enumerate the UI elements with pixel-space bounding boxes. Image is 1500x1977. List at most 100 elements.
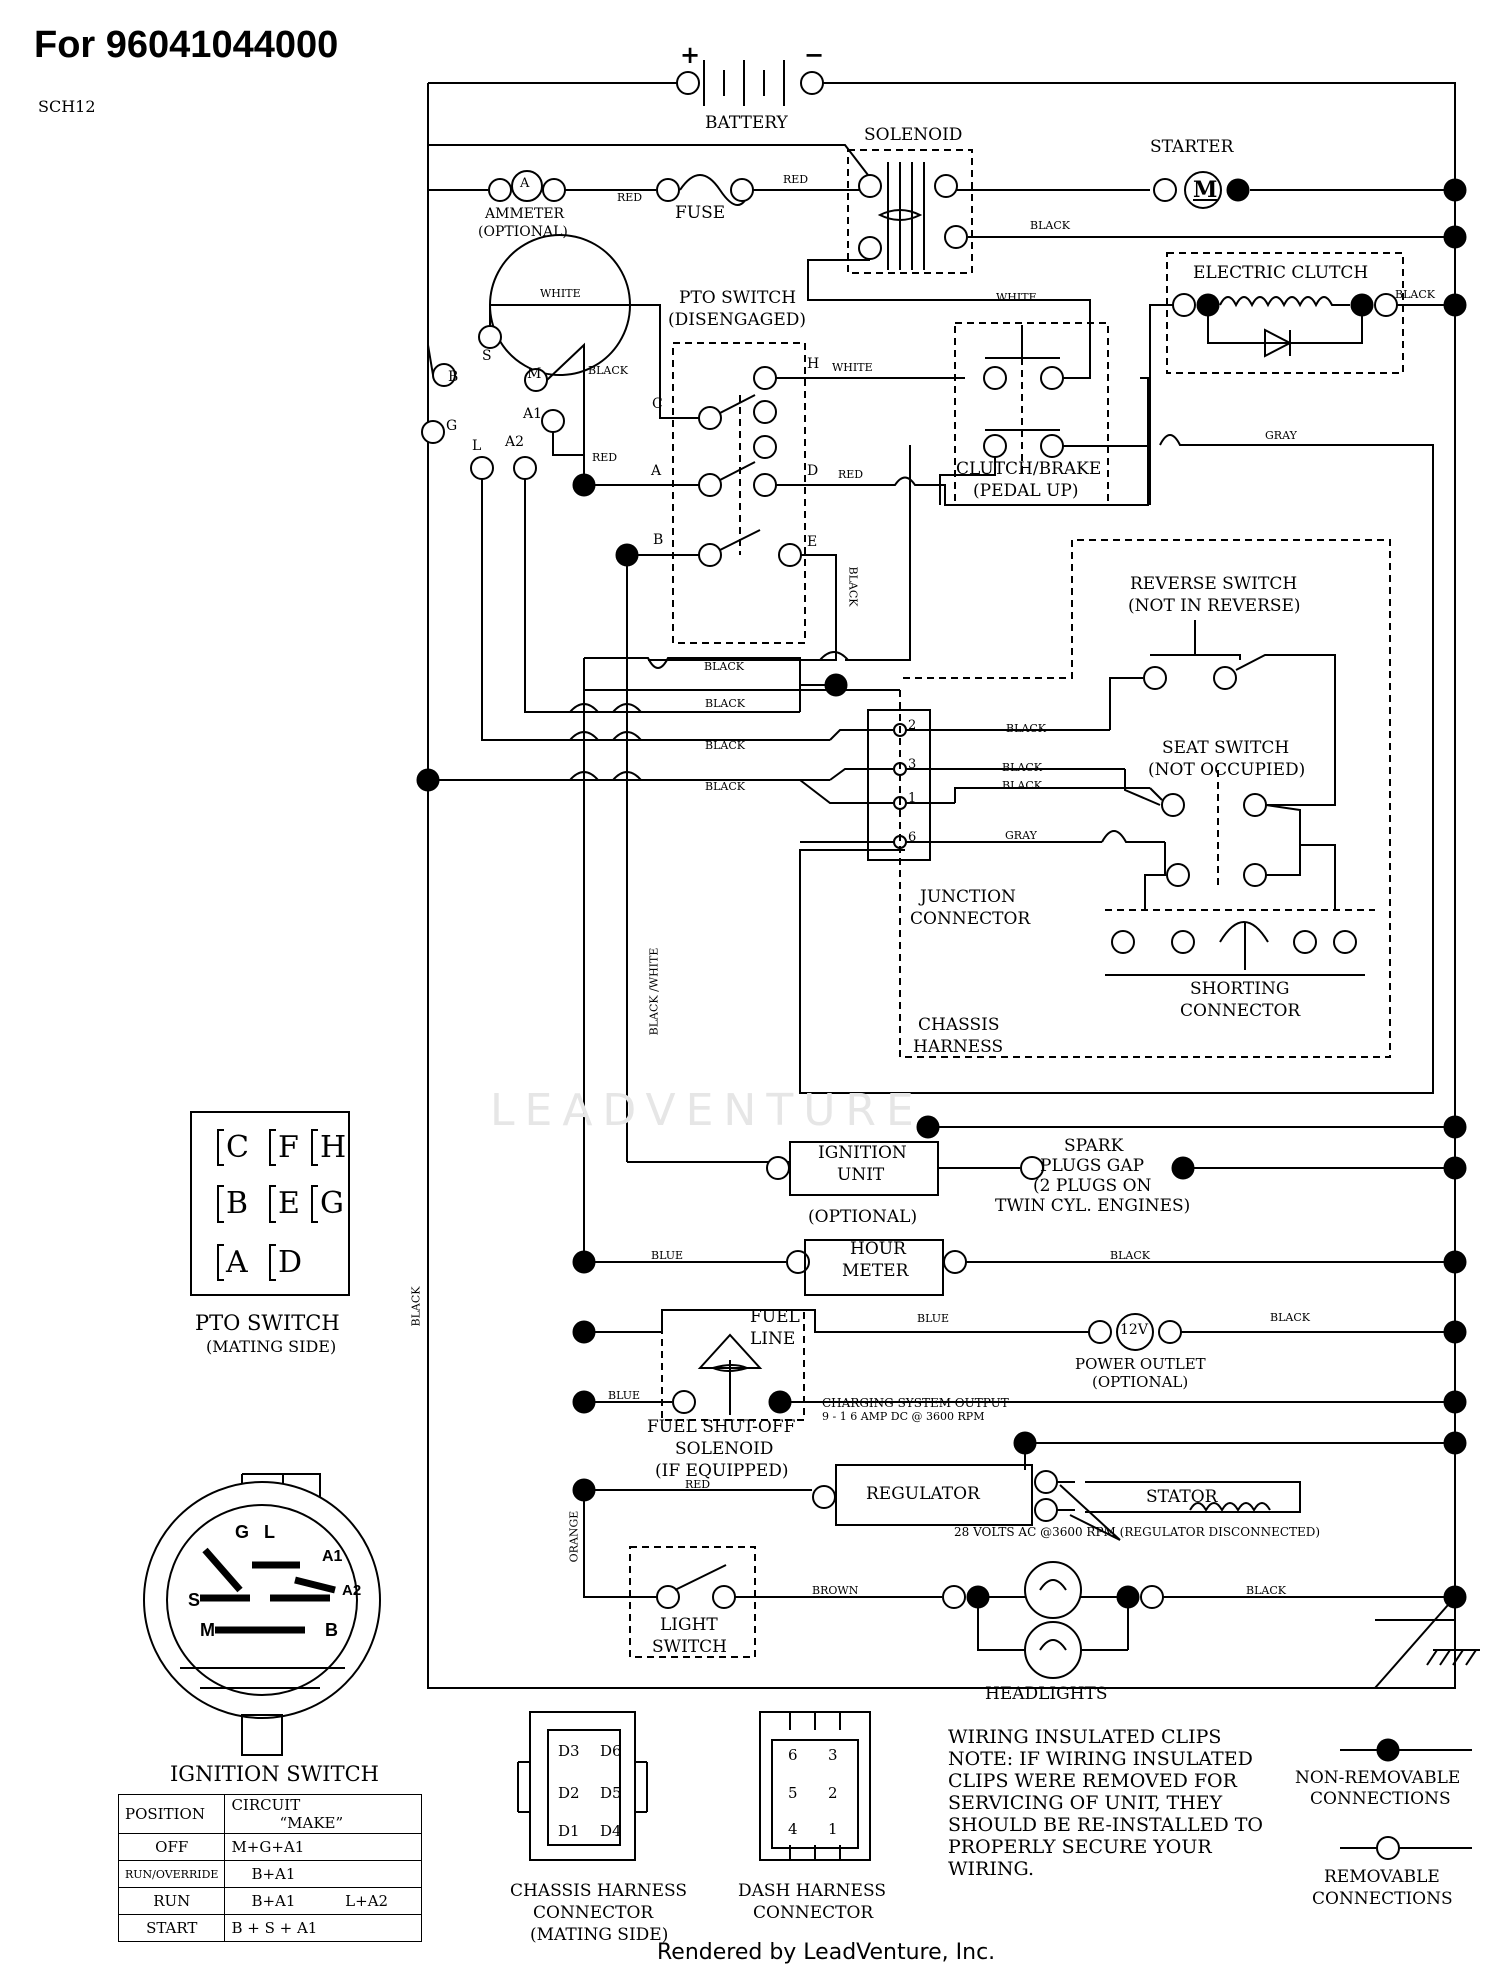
chassis-pin-d1: D1 bbox=[558, 1822, 580, 1840]
ignition-unit-label-2: UNIT bbox=[837, 1165, 885, 1185]
outlet-mark: 12V bbox=[1120, 1322, 1148, 1338]
wire-black-hour: BLACK bbox=[1110, 1249, 1150, 1262]
ammeter-label: AMMETER bbox=[485, 206, 565, 222]
ammeter bbox=[511, 170, 543, 202]
note-line-6: WIRING. bbox=[948, 1858, 1035, 1880]
wire-white-1: WHITE bbox=[540, 287, 581, 300]
power-outlet-label: POWER OUTLET bbox=[1075, 1355, 1206, 1373]
fuel-line-label-1: FUEL bbox=[750, 1307, 800, 1327]
fuel-shutoff-label-1: FUEL SHUT-OFF bbox=[647, 1417, 796, 1437]
terminal-b: B bbox=[448, 369, 459, 385]
ign-face-m: M bbox=[200, 1620, 215, 1640]
spark-label-2: PLUGS GAP bbox=[1040, 1156, 1145, 1176]
pto-pin-e: E bbox=[278, 1186, 300, 1221]
dash-pin-1: 1 bbox=[828, 1820, 838, 1838]
watermark: LEADVENTURE bbox=[490, 1085, 924, 1136]
row-run-circuit: B+A1 bbox=[224, 1887, 340, 1915]
solenoid-box bbox=[847, 149, 973, 274]
wire-brown: BROWN bbox=[812, 1584, 859, 1597]
wire-red-d: RED bbox=[838, 468, 864, 481]
fuel-shutoff-label-2: SOLENOID bbox=[675, 1439, 774, 1459]
solenoid-internals bbox=[858, 162, 968, 270]
light-switch-label-1: LIGHT bbox=[660, 1615, 718, 1635]
chassis-harness-region bbox=[899, 539, 1391, 1058]
wire-red-a1: RED bbox=[592, 451, 618, 464]
pto-pin-b: B bbox=[226, 1186, 249, 1221]
note-line-5: PROPERLY SECURE YOUR bbox=[948, 1836, 1212, 1858]
pto-switch-state: (DISENGAGED) bbox=[668, 310, 807, 330]
charging-output-spec: 9 - 1 6 AMP DC @ 3600 RPM bbox=[822, 1410, 985, 1423]
pto-terminal-e: E bbox=[807, 534, 818, 550]
terminal-s: S bbox=[482, 348, 492, 364]
wire-black-e: BLACK bbox=[846, 566, 860, 607]
pto-terminal-b: B bbox=[653, 532, 664, 548]
ign-face-a1: A1 bbox=[322, 1548, 343, 1565]
clutch-brake-label: CLUTCH/BRAKE bbox=[956, 459, 1102, 479]
ammeter-mark: A bbox=[520, 176, 530, 191]
dash-pin-3: 3 bbox=[828, 1746, 838, 1764]
chassis-connector-title-3: (MATING SIDE) bbox=[530, 1925, 669, 1945]
legend-removable bbox=[1376, 1836, 1400, 1860]
ign-face-b: B bbox=[325, 1620, 338, 1640]
fuse-label: FUSE bbox=[675, 203, 726, 223]
wire-red-1: RED bbox=[617, 191, 643, 204]
dash-pin-4: 4 bbox=[788, 1820, 798, 1838]
shorting-connector-label: CONNECTOR bbox=[1180, 1001, 1301, 1021]
spark-label-3: (2 PLUGS ON bbox=[1033, 1176, 1152, 1196]
table-row: OFF M+G+A1 bbox=[117, 1833, 423, 1861]
headlights-label: HEADLIGHTS bbox=[985, 1684, 1108, 1704]
regulator-label: REGULATOR bbox=[866, 1484, 980, 1504]
pto-mating-title: PTO SWITCH bbox=[195, 1311, 340, 1335]
pto-terminal-a: A bbox=[651, 463, 662, 479]
row-override-circuit: B+A1 bbox=[224, 1860, 423, 1888]
wire-black-m: BLACK bbox=[588, 364, 628, 377]
wire-black-outlet: BLACK bbox=[1270, 1311, 1310, 1324]
reverse-switch-label: REVERSE SWITCH bbox=[1130, 574, 1298, 594]
chassis-pin-d6: D6 bbox=[600, 1742, 622, 1760]
page-title: For 96041044000 bbox=[34, 24, 339, 66]
note-line-1: NOTE: IF WIRING INSULATED bbox=[948, 1748, 1253, 1770]
table-header-row: POSITION CIRCUIT “MAKE” bbox=[117, 1794, 423, 1834]
ammeter-optional: (OPTIONAL) bbox=[478, 224, 568, 240]
regulator-box bbox=[835, 1464, 1033, 1526]
wire-gray-j6: GRAY bbox=[1005, 829, 1037, 842]
col-make: “MAKE” bbox=[279, 1814, 344, 1832]
legend-non-removable-2: CONNECTIONS bbox=[1310, 1789, 1451, 1809]
row-off-circuit: M+G+A1 bbox=[224, 1833, 423, 1861]
starter-label: STARTER bbox=[1150, 137, 1234, 157]
footer-credit: Rendered by LeadVenture, Inc. bbox=[657, 1940, 996, 1965]
fuse-symbol bbox=[679, 174, 751, 206]
hour-meter-label-1: HOUR bbox=[850, 1239, 906, 1259]
fuel-shutoff-label-3: (IF EQUIPPED) bbox=[655, 1461, 789, 1481]
row-run-extra: L+A2 bbox=[339, 1887, 423, 1915]
legend-non-removable bbox=[1376, 1738, 1400, 1762]
clutch-brake-contacts bbox=[983, 325, 1064, 478]
seat-switch-state: (NOT OCCUPIED) bbox=[1148, 760, 1306, 780]
wire-black-j2: BLACK bbox=[1006, 722, 1046, 735]
dash-pin-5: 5 bbox=[788, 1784, 798, 1802]
seat-switch-label: SEAT SWITCH bbox=[1162, 738, 1290, 758]
pto-pin-f: F bbox=[278, 1130, 299, 1165]
wire-black-5: BLACK bbox=[705, 780, 745, 793]
wire-orange: ORANGE bbox=[567, 1510, 581, 1563]
chassis-connector-title-1: CHASSIS HARNESS bbox=[510, 1881, 688, 1901]
wire-blue-2: BLUE bbox=[917, 1312, 950, 1325]
light-switch-label-2: SWITCH bbox=[652, 1637, 728, 1657]
shorting-label: SHORTING bbox=[1190, 979, 1290, 999]
pto-terminal-d: D bbox=[807, 463, 819, 479]
electric-clutch-label: ELECTRIC CLUTCH bbox=[1193, 263, 1369, 283]
battery-to-solenoid bbox=[428, 144, 869, 176]
row-run-position: RUN bbox=[117, 1887, 226, 1915]
table-row: RUN B+A1 L+A2 bbox=[117, 1887, 423, 1915]
terminal-a2: A2 bbox=[505, 434, 525, 450]
chassis-pin-d3: D3 bbox=[558, 1742, 580, 1760]
chassis-connector-drawing bbox=[517, 1711, 648, 1861]
spark-label-4: TWIN CYL. ENGINES) bbox=[995, 1196, 1191, 1216]
col-position: POSITION bbox=[117, 1794, 226, 1834]
terminal-g: G bbox=[446, 418, 458, 434]
fuel-line-label-2: LINE bbox=[750, 1329, 796, 1349]
fuel-shutoff-box bbox=[661, 1309, 805, 1421]
ign-face-l: L bbox=[264, 1522, 275, 1542]
battery-minus: − bbox=[804, 40, 825, 69]
